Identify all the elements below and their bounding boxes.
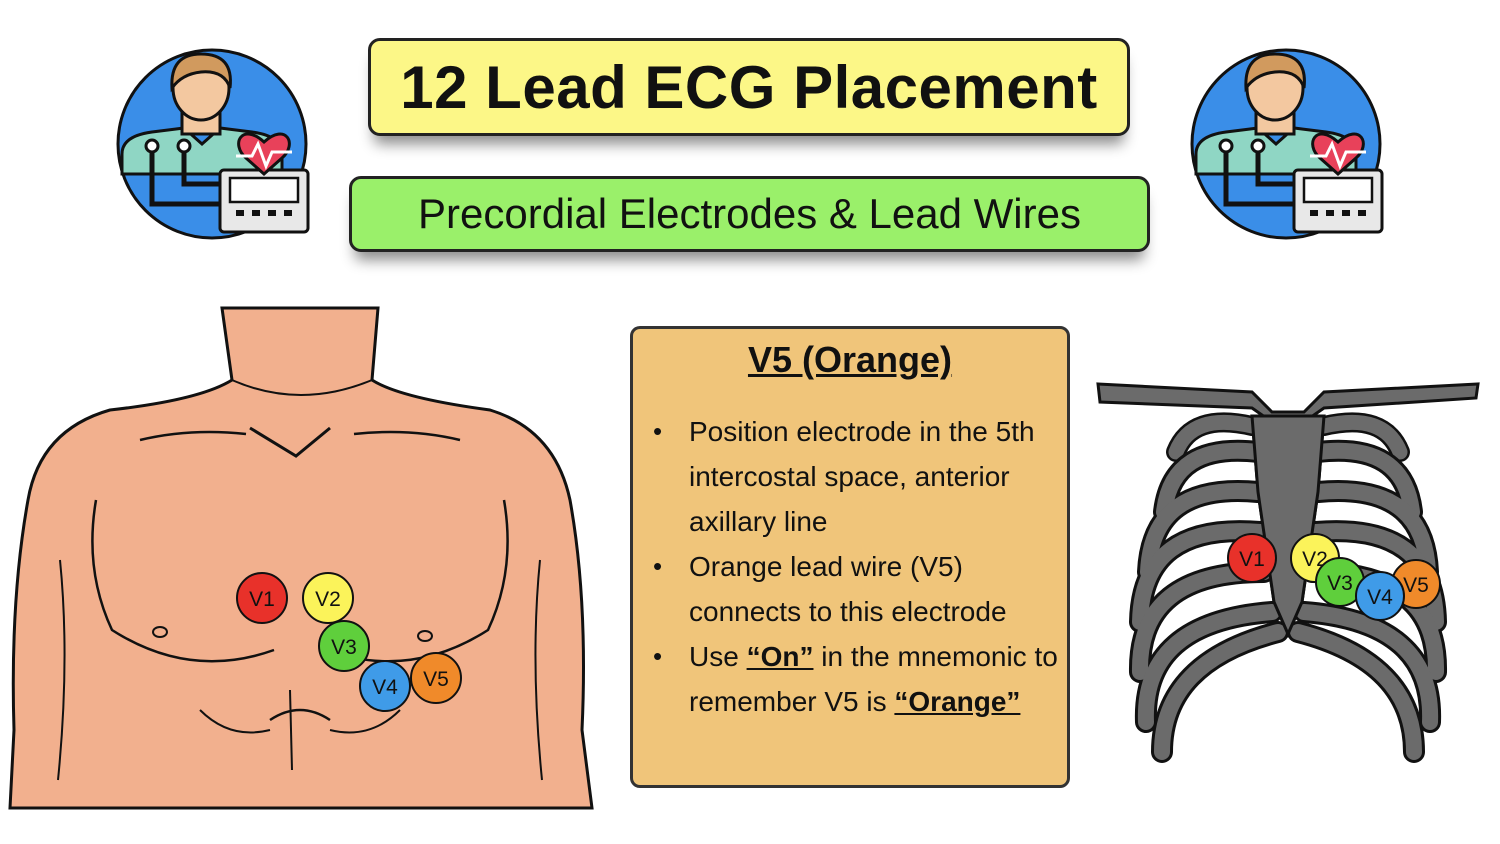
info-bullet-2: • Orange lead wire (V5) connects to this … xyxy=(647,544,1067,634)
ecg-patient-monitor-icon-right xyxy=(1190,48,1384,240)
electrode-v1-label: V1 xyxy=(249,588,275,611)
ecg-patient-monitor-icon-left xyxy=(116,48,310,240)
info-bullet-3-pre: Use xyxy=(689,641,747,672)
rib-electrode-v4: V4 xyxy=(1355,571,1405,621)
electrode-v4: V4 xyxy=(359,660,411,712)
torso-illustration xyxy=(8,306,594,810)
rib-electrode-v4-label: V4 xyxy=(1367,586,1393,609)
electrode-v3: V3 xyxy=(318,620,370,672)
electrode-v3-label: V3 xyxy=(331,636,357,659)
electrode-v1-dot xyxy=(236,572,288,624)
info-bullet-2-text: Orange lead wire (V5) connects to this e… xyxy=(689,551,1007,627)
electrode-v1: V1 xyxy=(236,572,288,624)
info-bullet-3-mid: in the mnemonic to remember V5 is xyxy=(689,641,1058,717)
rib-electrode-v3-label: V3 xyxy=(1327,572,1353,595)
ribcage-electrodes: V1 V2 V3 V5 V4 xyxy=(1227,533,1441,621)
electrode-v2-dot xyxy=(302,572,354,624)
info-bullet-3: • Use “On” in the mnemonic to remember V5… xyxy=(647,634,1067,724)
subtitle-banner: Precordial Electrodes & Lead Wires xyxy=(349,176,1150,252)
electrode-v4-dot xyxy=(359,660,411,712)
info-bullet-3-orange: “Orange” xyxy=(894,686,1021,717)
bullet-dot: • xyxy=(653,416,663,446)
info-bullet-list: • Position electrode in the 5th intercost… xyxy=(647,409,1067,724)
torso-electrodes: V1 V2 V3 V4 V5 xyxy=(236,572,462,712)
rib-electrode-v3: V3 xyxy=(1315,557,1365,607)
bullet-dot: • xyxy=(653,551,663,581)
info-bullet-1-text: Position electrode in the 5th intercosta… xyxy=(689,416,1035,537)
page-title: 12 Lead ECG Placement xyxy=(400,53,1098,121)
page-subtitle: Precordial Electrodes & Lead Wires xyxy=(418,190,1081,237)
rib-electrode-v2-label: V2 xyxy=(1302,548,1328,571)
electrode-v2: V2 xyxy=(302,572,354,624)
rib-electrode-v4-dot xyxy=(1355,571,1405,621)
electrode-v4-label: V4 xyxy=(372,676,398,699)
electrode-v3-dot xyxy=(318,620,370,672)
rib-electrode-v1: V1 xyxy=(1227,533,1277,583)
info-bullet-3-on: “On” xyxy=(746,641,814,672)
rib-electrode-v5-label: V5 xyxy=(1403,574,1429,597)
electrode-v2-label: V2 xyxy=(315,588,341,611)
electrode-v5-label: V5 xyxy=(423,668,449,691)
info-heading: V5 (Orange) xyxy=(747,339,953,380)
rib-electrode-v1-dot xyxy=(1227,533,1277,583)
rib-electrode-v1-label: V1 xyxy=(1239,548,1265,571)
electrode-v5-dot xyxy=(410,652,462,704)
info-bullet-1: • Position electrode in the 5th intercost… xyxy=(647,409,1067,544)
title-banner: 12 Lead ECG Placement xyxy=(368,38,1130,136)
info-panel: V5 (Orange) • Position electrode in the 5… xyxy=(630,326,1070,788)
electrode-v5: V5 xyxy=(410,652,462,704)
bullet-dot: • xyxy=(653,641,663,671)
